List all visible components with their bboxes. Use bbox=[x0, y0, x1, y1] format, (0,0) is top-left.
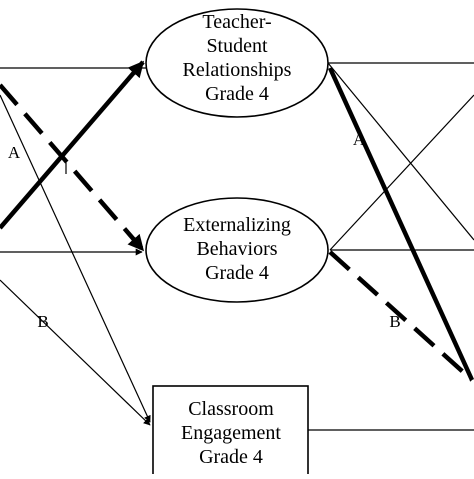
node-externalizing-label-3: Grade 4 bbox=[205, 262, 269, 284]
node-teacher-label-2: Student bbox=[206, 35, 268, 57]
path-bold-solid-teacher-to-engagement bbox=[327, 67, 474, 381]
path-bold-solid-to-teacher bbox=[0, 60, 145, 230]
node-teacher-student-relationships bbox=[145, 8, 329, 118]
path-externalizing-right-up bbox=[329, 94, 474, 251]
path-label-right-a: A bbox=[353, 130, 366, 149]
path-left-a-to-engagement bbox=[0, 94, 151, 423]
path-label-left-b: B bbox=[37, 312, 48, 331]
path-left-b-to-engagement bbox=[0, 279, 151, 426]
node-engagement-label-2: Engagement bbox=[181, 422, 281, 444]
node-teacher-label-1: Teacher- bbox=[202, 11, 271, 33]
path-label-left-a: A bbox=[8, 143, 21, 162]
node-teacher-label-3: Relationships bbox=[183, 59, 292, 81]
path-teacher-right-down bbox=[327, 62, 474, 241]
node-engagement-label-3: Grade 4 bbox=[199, 446, 263, 468]
path-bold-dashed-to-externalizing bbox=[0, 83, 145, 252]
path-label-right-b: B bbox=[389, 312, 400, 331]
node-classroom-engagement bbox=[152, 385, 309, 477]
node-externalizing-label-1: Externalizing bbox=[183, 214, 291, 236]
node-externalizing-behaviors bbox=[145, 197, 329, 303]
path-bold-dashed-externalizing-to-engagement bbox=[328, 250, 474, 382]
node-externalizing-label-2: Behaviors bbox=[196, 238, 277, 260]
node-teacher-label-4: Grade 4 bbox=[205, 83, 269, 105]
node-engagement-label-1: Classroom bbox=[188, 398, 274, 420]
